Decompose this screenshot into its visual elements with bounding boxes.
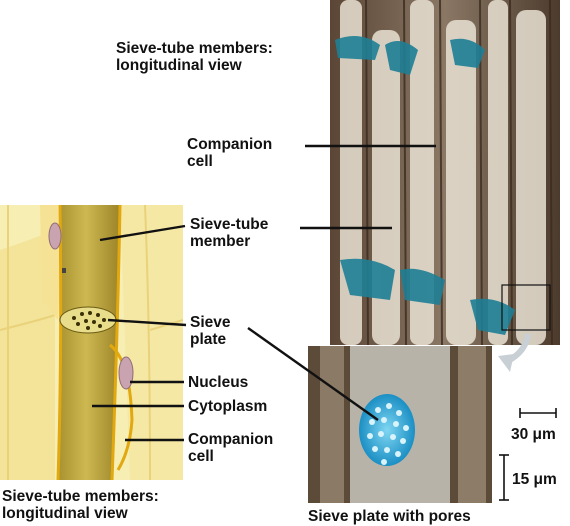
caption-sieve-plate-with-pores: Sieve plate with pores xyxy=(308,508,471,525)
leader-sieve-tube-member-draw xyxy=(99,224,186,242)
label-nucleus: Nucleus xyxy=(188,374,249,391)
label-sieve-plate: Sieve plate xyxy=(190,314,231,348)
leader-lines xyxy=(92,144,436,442)
caption-top-longitudinal: Sieve-tube members: longitudinal view xyxy=(116,40,273,74)
micrograph-longitudinal xyxy=(330,0,560,345)
scale-label-15: 15 μm xyxy=(512,471,557,488)
companion-nucleus-upper xyxy=(48,222,62,250)
nucleus-shape xyxy=(118,356,134,390)
label-sieve-tube-member: Sieve-tube member xyxy=(190,216,269,250)
micrograph-sieve-plate xyxy=(308,346,492,503)
sieve-tube-drawing xyxy=(0,205,183,480)
scale-bar-15 xyxy=(499,454,509,501)
label-companion-cell-top: Companion cell xyxy=(187,136,273,170)
leader-sieve-plate-draw xyxy=(107,318,187,327)
leader-sieve-plate-micro xyxy=(247,327,379,421)
label-cytoplasm: Cytoplasm xyxy=(188,398,268,415)
scale-bar-30 xyxy=(519,408,557,418)
caption-bottom-left-longitudinal: Sieve-tube members: longitudinal view xyxy=(2,488,159,522)
scale-label-30: 30 μm xyxy=(511,426,556,443)
label-companion-cell-bottom: Companion cell xyxy=(188,431,274,465)
